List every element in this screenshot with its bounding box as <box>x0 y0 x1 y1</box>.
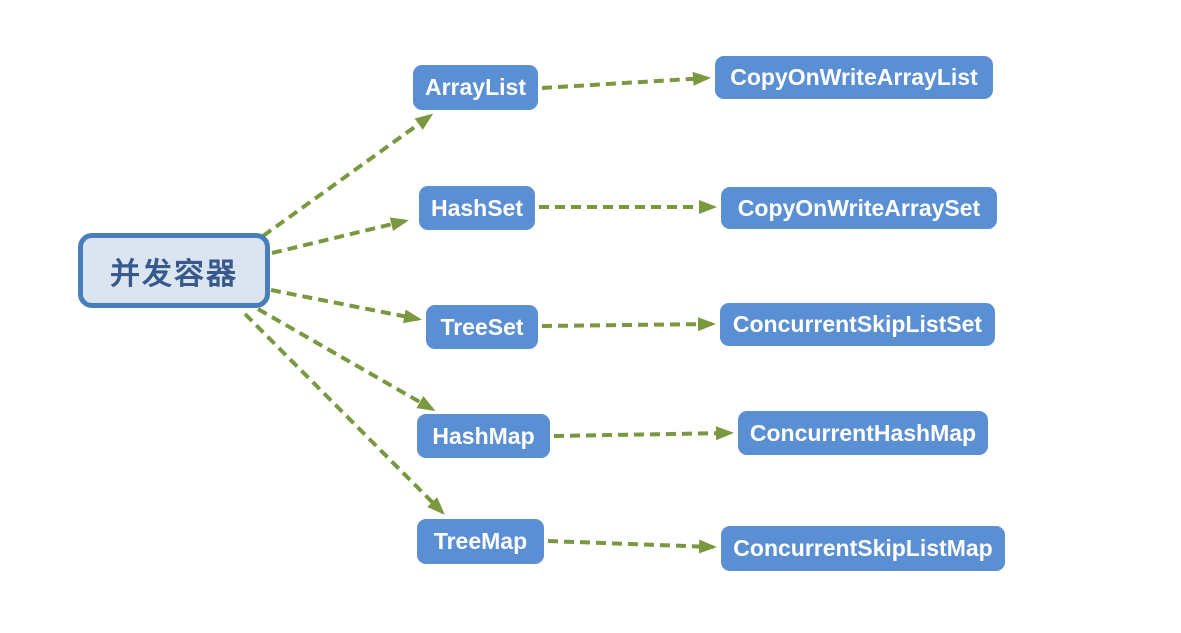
node-label: HashMap <box>432 422 535 449</box>
node-label: ConcurrentSkipListSet <box>732 311 983 337</box>
connector-arraylist-to-copyonwritearraylist <box>541 71 711 90</box>
source-node-arraylist: ArrayList <box>413 65 538 110</box>
connector-root-to-treemap <box>243 312 445 515</box>
node-label: TreeSet <box>440 313 524 340</box>
node-label: CopyOnWriteArrayList <box>730 64 978 90</box>
target-node-copyonwritearraylist: CopyOnWriteArrayList <box>715 56 993 99</box>
connector-root-to-arraylist <box>261 113 434 238</box>
source-node-hashset: HashSet <box>419 186 535 230</box>
connector-treeset-to-concurrentskiplistset <box>541 317 716 332</box>
node-label: TreeMap <box>433 528 528 554</box>
node-label: HashSet <box>430 194 524 221</box>
target-node-copyonwritearrayset: CopyOnWriteArraySet <box>721 187 997 229</box>
node-label: ConcurrentSkipListMap <box>733 535 993 561</box>
connector-root-to-hashset <box>271 217 409 255</box>
source-node-treemap: TreeMap <box>417 519 544 564</box>
node-label: ConcurrentHashMap <box>749 419 977 446</box>
target-node-concurrentskiplistmap: ConcurrentSkipListMap <box>721 526 1005 571</box>
target-node-concurrentskiplistset: ConcurrentSkipListSet <box>720 303 995 346</box>
root-node-label: 并发容器 <box>110 257 238 291</box>
source-node-hashmap: HashMap <box>417 414 550 458</box>
source-node-treeset: TreeSet <box>426 305 538 349</box>
connector-root-to-treeset <box>270 288 422 324</box>
target-node-concurrenthashmap: ConcurrentHashMap <box>738 411 988 455</box>
connector-hashmap-to-concurrenthashmap <box>553 426 734 441</box>
node-label: ArrayList <box>425 74 526 100</box>
connector-root-to-hashmap <box>257 307 436 411</box>
node-label: CopyOnWriteArraySet <box>737 194 981 221</box>
root-node-concurrent-containers: 并发容器 <box>78 233 270 308</box>
connector-treemap-to-concurrentskiplistmap <box>547 539 717 554</box>
